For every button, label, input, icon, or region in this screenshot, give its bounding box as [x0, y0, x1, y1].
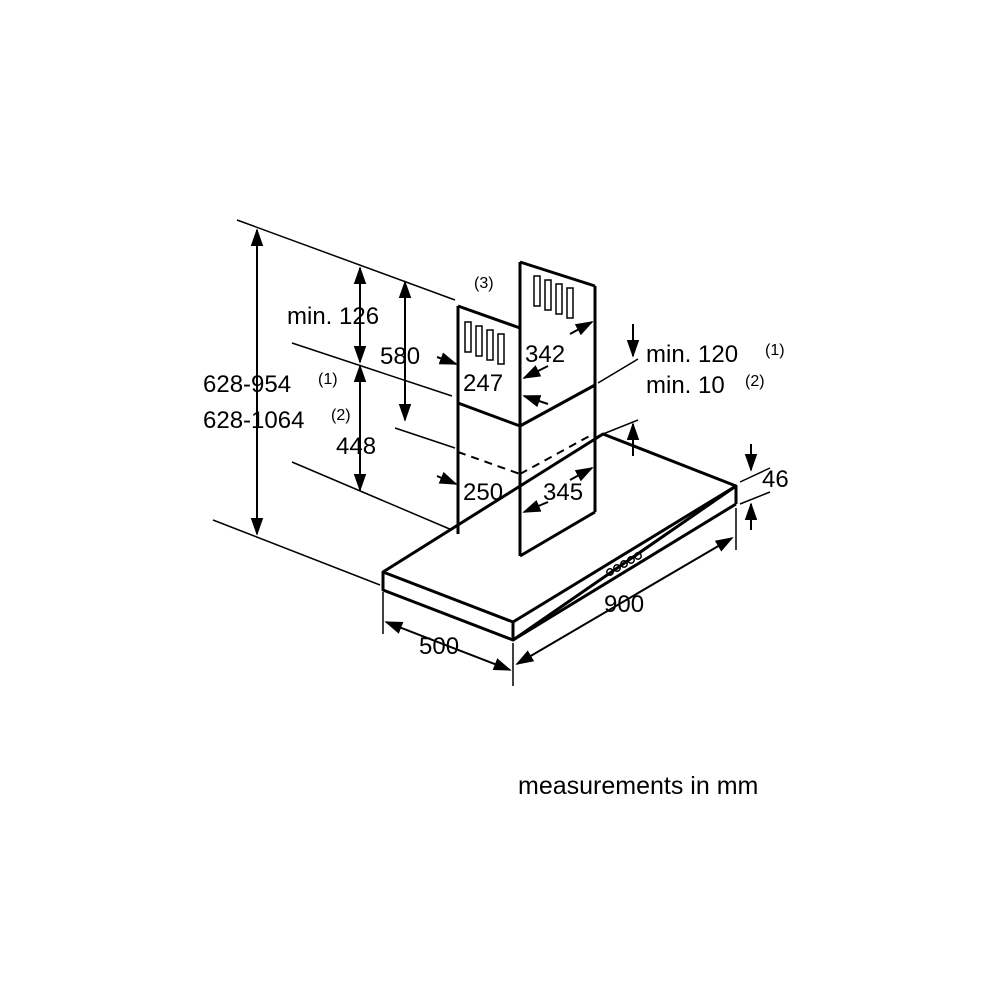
upper-min-label: min. 126 [287, 303, 379, 330]
extension-lines [212, 219, 771, 686]
upper-chimney [456, 260, 597, 426]
total-height-label-1: 628-954 [203, 371, 291, 398]
342-arrow-bottom [522, 365, 549, 379]
lower-height-label: 448 [336, 433, 376, 460]
measurements-caption: measurements in mm [518, 772, 758, 800]
clearance-2-note: (2) [745, 373, 765, 390]
upper-height-label: 580 [380, 343, 420, 370]
vent-slots-front [464, 321, 505, 365]
lower-width-label: 250 [463, 479, 503, 506]
lower-chimney [456, 383, 597, 558]
canopy-width-label: 900 [604, 591, 644, 618]
upper-width-label: 247 [463, 370, 503, 397]
342-arrow-top [569, 321, 594, 336]
chimney-note-label: (3) [474, 275, 494, 292]
250-arrow [436, 471, 458, 485]
upper-depth-label: 342 [525, 341, 565, 368]
range-hood-drawing [381, 260, 738, 642]
canopy-thickness-label: 46 [762, 466, 789, 493]
vent-slots-side [533, 275, 574, 319]
clearance-1-note: (1) [765, 342, 785, 359]
canopy [381, 432, 738, 642]
canopy-depth-label: 500 [419, 633, 459, 660]
500-arrow [384, 621, 512, 671]
total-height-note-2: (2) [331, 407, 351, 424]
247-arrow [436, 352, 458, 365]
345-arrow-bottom [522, 499, 549, 513]
total-height-label-2: 628-1064 [203, 407, 304, 434]
clearance-1-label: min. 120 [646, 341, 738, 368]
900-arrow [515, 537, 734, 665]
342-arrow-ref [522, 395, 549, 408]
lower-depth-label: 345 [543, 479, 583, 506]
dimension-arrows [250, 228, 758, 671]
345-arrow-top [569, 467, 594, 482]
total-height-note-1: (1) [318, 371, 338, 388]
clearance-2-label: min. 10 [646, 372, 725, 399]
